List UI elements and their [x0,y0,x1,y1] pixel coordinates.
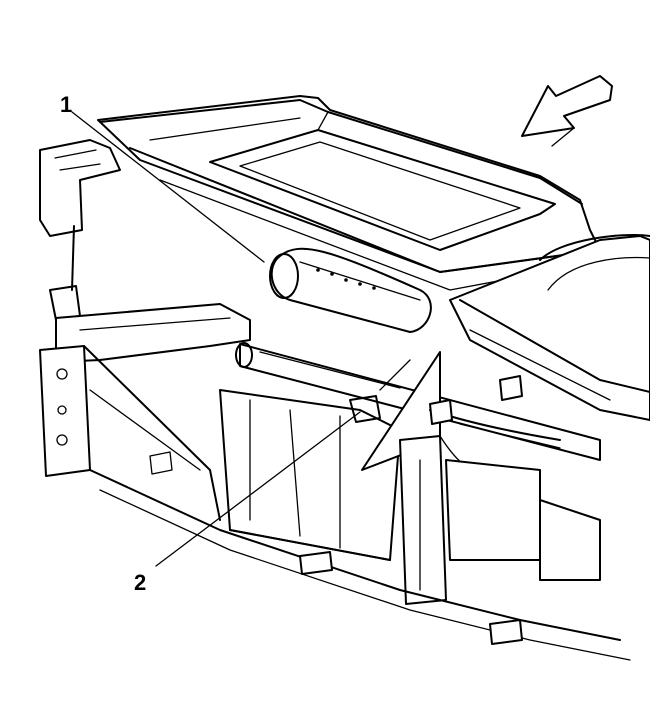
airbag-module [269,247,432,333]
leader-line-2 [155,411,361,567]
direction-arrow-icon [521,75,613,147]
wiring-harness [429,375,561,482]
callout-1: 1 [60,92,72,117]
center-bin [219,389,401,561]
dashboard-right [449,234,650,421]
frame-right [399,435,601,605]
callout-2: 2 [134,570,146,595]
frame-left [39,345,221,521]
instrument-panel-upper [97,95,611,291]
left-bracket [39,139,121,321]
leader-line-1 [71,111,265,263]
lower-base [89,451,631,661]
